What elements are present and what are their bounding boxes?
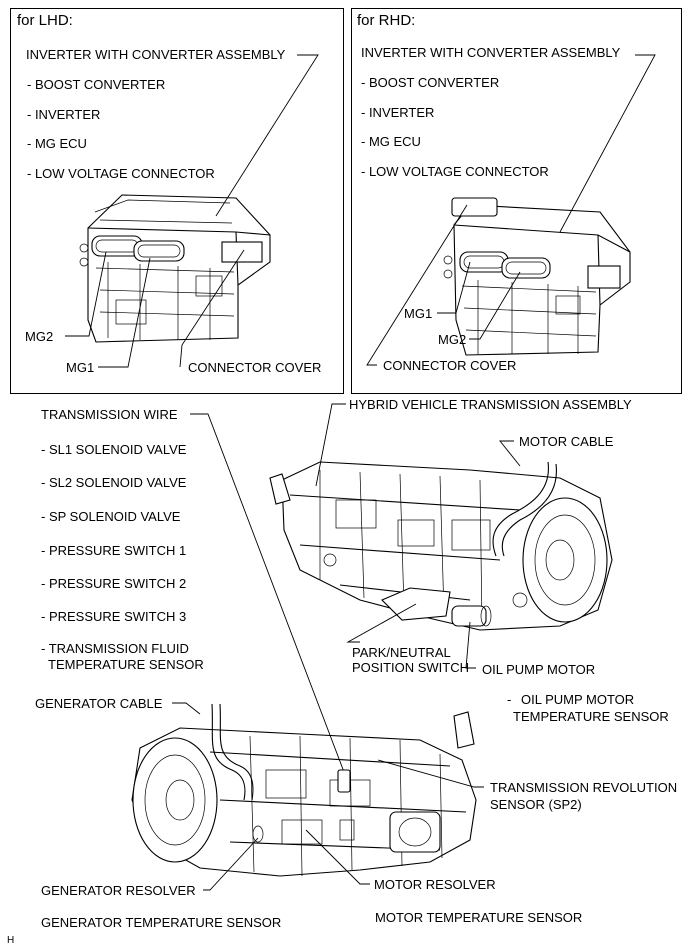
- transmission-revolution-sensor-label: TRANSMISSION REVOLUTION: [490, 780, 678, 795]
- rhd-assembly-label: INVERTER WITH CONVERTER ASSEMBLY: [361, 45, 621, 60]
- transmission-wire-item: TEMPERATURE SENSOR: [48, 657, 204, 672]
- figure-mark: H: [7, 935, 15, 946]
- transmission-wire-item: - SL2 SOLENOID VALVE: [41, 475, 187, 490]
- rhd-item-label: - MG ECU: [361, 134, 421, 149]
- lhd-inverter-drawing: [79, 194, 271, 343]
- lhd-title: for LHD:: [17, 12, 73, 29]
- lhd-assembly-label: INVERTER WITH CONVERTER ASSEMBLY: [26, 47, 286, 62]
- oil-pump-motor-temp-label: OIL PUMP MOTOR: [521, 692, 635, 707]
- park-neutral-switch-label: PARK/NEUTRAL: [352, 645, 451, 660]
- motor-resolver-label: MOTOR RESOLVER: [374, 877, 496, 892]
- lhd-item-label: - INVERTER: [27, 107, 101, 122]
- park-neutral-switch-label: POSITION SWITCH: [352, 660, 469, 675]
- lhd-item-label: - BOOST CONVERTER: [27, 77, 166, 92]
- lhd-mg1-label: MG1: [66, 360, 95, 375]
- lhd-item-label: - LOW VOLTAGE CONNECTOR: [27, 166, 215, 181]
- transmission-wire-item: - PRESSURE SWITCH 3: [41, 609, 187, 624]
- rhd-item-label: - LOW VOLTAGE CONNECTOR: [361, 164, 549, 179]
- generator-cable-label: GENERATOR CABLE: [35, 696, 163, 711]
- lhd-mg2-label: MG2: [25, 329, 54, 344]
- transmission-wire-label: TRANSMISSION WIRE: [41, 407, 178, 422]
- oil-pump-temp-dash: -: [507, 692, 512, 707]
- oil-pump-motor-label: OIL PUMP MOTOR: [482, 662, 596, 677]
- transmission-wire-item: - PRESSURE SWITCH 1: [41, 543, 187, 558]
- motor-cable-label: MOTOR CABLE: [519, 434, 614, 449]
- motor-temperature-sensor-label: MOTOR TEMPERATURE SENSOR: [375, 910, 583, 925]
- hv-transmission-upper-drawing: [269, 461, 613, 631]
- rhd-title: for RHD:: [357, 12, 416, 29]
- transmission-wire-item: - PRESSURE SWITCH 2: [41, 576, 187, 591]
- transmission-wire-item: - TRANSMISSION FLUID: [41, 641, 189, 656]
- generator-temperature-sensor-label: GENERATOR TEMPERATURE SENSOR: [41, 915, 282, 930]
- generator-resolver-label: GENERATOR RESOLVER: [41, 883, 196, 898]
- transmission-wire-item: - SL1 SOLENOID VALVE: [41, 442, 187, 457]
- rhd-item-label: - INVERTER: [361, 105, 435, 120]
- oil-pump-motor-temp-label: TEMPERATURE SENSOR: [513, 709, 669, 724]
- transmission-wire-item: - SP SOLENOID VALVE: [41, 509, 181, 524]
- transmission-revolution-sensor-label: SENSOR (SP2): [490, 797, 582, 812]
- lhd-item-label: - MG ECU: [27, 136, 87, 151]
- rhd-connector-cover-label: CONNECTOR COVER: [383, 358, 517, 373]
- rhd-mg1-label: MG1: [404, 306, 433, 321]
- lhd-connector-cover-label: CONNECTOR COVER: [188, 360, 322, 375]
- rhd-mg2-label: MG2: [438, 332, 467, 347]
- rhd-item-label: - BOOST CONVERTER: [361, 75, 500, 90]
- hv-transmission-assembly-label: HYBRID VEHICLE TRANSMISSION ASSEMBLY: [349, 397, 632, 412]
- hv-transmission-lower-drawing: [131, 703, 477, 877]
- rhd-inverter-drawing: [443, 197, 631, 356]
